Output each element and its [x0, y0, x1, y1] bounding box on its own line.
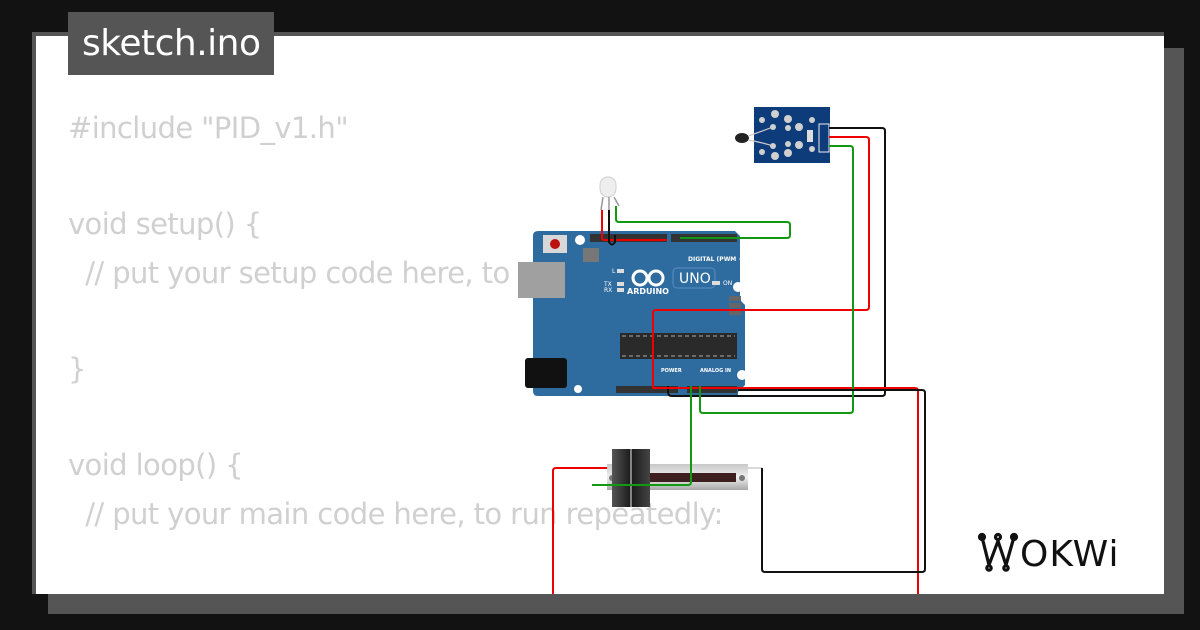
- wire-black[interactable]: [608, 210, 616, 246]
- wire-green[interactable]: [615, 206, 791, 239]
- temperature-sensor-module[interactable]: [735, 107, 830, 163]
- analog-header: [687, 386, 737, 393]
- wire-black[interactable]: [738, 389, 926, 573]
- on-led: [712, 281, 720, 285]
- arduino-logo-icon: [631, 269, 665, 287]
- wire-red[interactable]: [601, 210, 667, 241]
- on-label: ON: [723, 280, 732, 287]
- file-tab[interactable]: sketch.ino: [68, 12, 275, 75]
- wire-green[interactable]: [699, 145, 854, 414]
- wokwi-logo: OKWi: [977, 532, 1119, 575]
- code-line: }: [68, 586, 723, 594]
- uno-label-box: [672, 267, 716, 289]
- power-label: POWER: [661, 368, 682, 374]
- mount-hole: [574, 385, 582, 393]
- thermistor: [735, 133, 749, 143]
- code-line: void loop() {: [68, 448, 244, 483]
- power-jack: [525, 358, 567, 388]
- digital-header-left: [590, 234, 667, 242]
- code-line: void setup() {: [68, 207, 262, 242]
- l-label: L: [612, 268, 616, 275]
- arduino-board[interactable]: DIGITAL (PWM ~) UNO ARDUINO L TX RX ON: [518, 231, 747, 396]
- mount-hole: [737, 370, 747, 380]
- atmega-chip: [620, 333, 737, 359]
- tx-label: TX: [603, 281, 612, 288]
- wire-red[interactable]: [652, 136, 919, 600]
- mount-hole: [733, 282, 743, 292]
- power-header: [616, 386, 678, 393]
- icsp2-header: [729, 296, 741, 315]
- wire-black[interactable]: [667, 127, 886, 397]
- l-led: [617, 269, 624, 273]
- tx-led: [617, 282, 624, 286]
- code-line: }: [68, 351, 86, 386]
- led[interactable]: [599, 176, 620, 211]
- arduino-label: ARDUINO: [627, 287, 669, 296]
- logo-text: OKWi: [1020, 534, 1119, 575]
- mount-hole: [575, 235, 585, 245]
- digital-label: DIGITAL (PWM ~): [688, 256, 746, 263]
- analog-label: ANALOG IN: [700, 368, 731, 374]
- uno-label: UNO: [679, 271, 711, 287]
- wires: [552, 127, 926, 600]
- code-editor: #include "PID_v1.h"void setup() { // put…: [68, 104, 723, 594]
- reset-button-red: [550, 239, 560, 249]
- rx-label: RX: [604, 287, 612, 294]
- wire-green[interactable]: [592, 386, 692, 486]
- usb-connector: [518, 262, 565, 298]
- wire-red[interactable]: [552, 467, 607, 600]
- icsp-header: [583, 248, 599, 262]
- rx-led: [617, 288, 624, 292]
- slide-potentiometer[interactable]: [593, 449, 762, 507]
- code-line: #include "PID_v1.h": [68, 111, 349, 145]
